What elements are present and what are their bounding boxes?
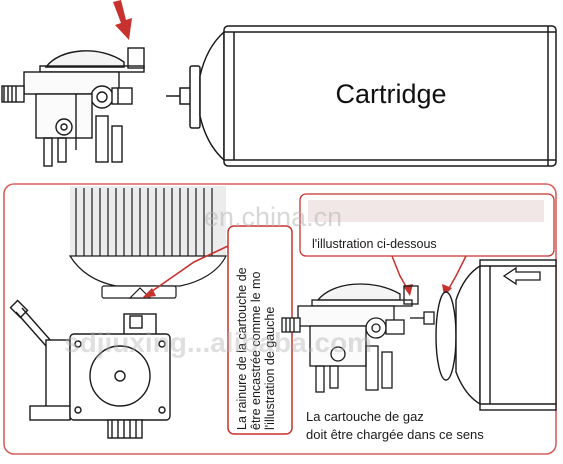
cartridge-end-view <box>68 186 227 299</box>
watermark-secondary: sdjiuxing...alibaba.com <box>64 327 372 358</box>
pointer-line-right-a <box>391 255 409 291</box>
red-arrow-icon <box>113 0 132 40</box>
cartridge-side-view <box>435 259 557 411</box>
bottom-caption-line-2: doit être chargée dans ce sens <box>306 427 484 442</box>
upper-caption-blur <box>308 200 544 222</box>
valve-assembly-bottom <box>281 283 435 393</box>
pointer-arrow-right-a-icon <box>403 284 413 296</box>
watermark-primary: en.china.cn <box>204 202 342 232</box>
valve-assembly-top <box>1 47 145 167</box>
upper-caption: l'illustration ci-dessous <box>312 237 437 251</box>
vertical-caption-line-2: être encastrée comme le mo <box>249 272 263 430</box>
pointer-arrow-left-icon <box>142 288 156 298</box>
bottom-caption-line-1: La cartouche de gaz <box>306 409 424 424</box>
vertical-caption-line-1: La rainure de la cartouche de <box>235 267 249 430</box>
direction-arrow-icon <box>502 266 541 286</box>
pointer-line-left <box>147 245 229 295</box>
vertical-caption-group: La rainure de la cartouche de être encas… <box>235 267 277 430</box>
cartridge-label: Cartridge <box>335 79 446 109</box>
valve-face-view <box>9 299 171 439</box>
cartridge-top <box>166 25 557 167</box>
pointer-line-right-b <box>447 255 467 291</box>
vertical-caption-line-3: l'illustration de gauche <box>263 307 277 430</box>
